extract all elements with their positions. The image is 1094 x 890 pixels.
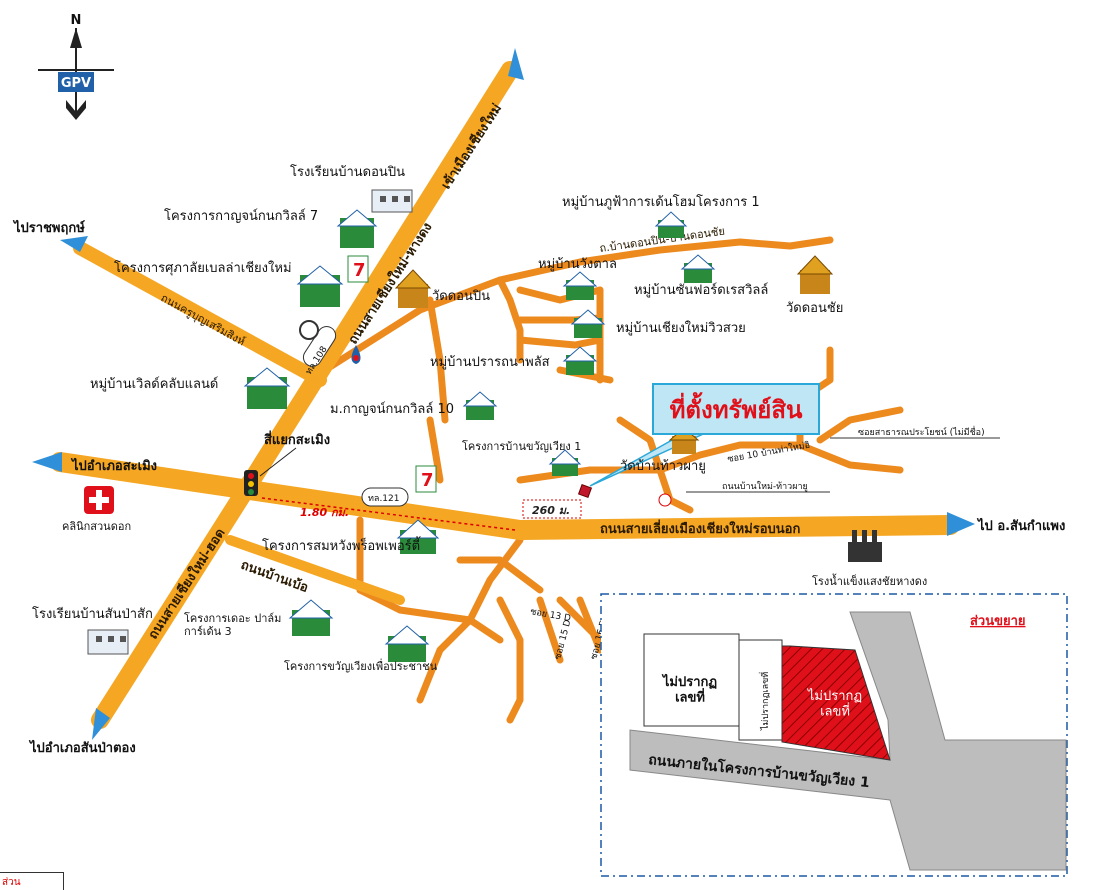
direction-rajapruek: ไปราชพฤกษ์ (12, 219, 85, 236)
house-icon (243, 367, 291, 409)
direction-sankamphaeng: ไป อ.สันกำแพง (976, 517, 1065, 534)
road-label-khruba: ถนนครูบุญเสริมสิงห์ (159, 291, 248, 348)
temple-icon (394, 269, 432, 308)
legend-corner: ส่วน (0, 872, 64, 890)
main-roads (50, 61, 960, 729)
compass-brand: GPV (61, 76, 91, 91)
legend-corner-label: ส่วน (2, 877, 21, 888)
seven-eleven-icon: 7 (347, 255, 369, 283)
label-prarthana: หมู่บ้านปรารถนาพลัส (430, 355, 550, 370)
road-label-ring: ถนนสายเลี่ยงเมืองเชียงใหม่รอบนอก (600, 519, 800, 537)
direction-sanpatong: ไปอำเภอสันป่าตอง (28, 739, 136, 756)
label-wat-thaophayu: วัดบ้านท้าวผายู (620, 459, 706, 474)
inset-plot-subject (781, 645, 891, 761)
property-callout: ที่ตั้งทรัพย์สิน (652, 383, 820, 435)
label-world-club: หมู่บ้านเวิลด์คลับแลนด์ (90, 376, 218, 392)
local-roads (321, 236, 904, 724)
car-brand-icon (299, 320, 319, 340)
compass-icon: N GPV (38, 13, 114, 120)
house-icon (384, 625, 430, 662)
house-icon (680, 254, 716, 283)
house-icon (396, 519, 440, 554)
label-school-donpin: โรงเรียนบ้านดอนปิน (290, 164, 405, 180)
label-samang: สี่แยกสะเมิง (264, 430, 330, 448)
label-wat-donpin: วัดดอนปิน (432, 289, 490, 304)
property-marker-icon (577, 483, 593, 499)
house-icon (562, 271, 598, 300)
svg-text:ซอยสาธารณประโยชน์ (ไม่มีชื่อ): ซอยสาธารณประโยชน์ (ไม่มีชื่อ) (858, 425, 985, 438)
label-the-palm: โครงการเดอะ ปาล์มการ์เด้น 3 (184, 611, 281, 638)
inset-road-shape (629, 611, 1067, 871)
direction-arrows (32, 48, 975, 740)
school-icon (87, 629, 129, 655)
gas-station-icon (351, 345, 361, 364)
label-sompong: โครงการสมหวังพร็อพเพอร์ตี้ (262, 536, 421, 554)
label-sunford: หมู่บ้านซันฟอร์ดเรสวิลล์ (634, 282, 768, 298)
svg-text:ทล.121: ทล.121 (368, 494, 400, 504)
svg-text:7: 7 (421, 470, 434, 491)
inset-plot-left (643, 633, 740, 727)
arrow-northwest-icon (60, 236, 88, 252)
inset-plot-mid-label: ไม่ปรากฏเลขที่ (758, 672, 771, 731)
distance-1: 1.80 กม. (300, 506, 349, 519)
direction-sameng: ไปอำเภอสะเมิง (70, 457, 157, 474)
property-callout-title: ที่ตั้งทรัพย์สิน (669, 395, 803, 424)
label-kwanwiang-1: โครงการบ้านขวัญเวียง 1 (462, 439, 581, 453)
place-icons: 7 7 (84, 189, 882, 662)
arrow-north-icon (508, 48, 524, 80)
distance-line (261, 497, 516, 531)
inset-title: ส่วนขยาย (970, 614, 1026, 629)
label-wat-donchai: วัดดอนชัย (786, 301, 843, 316)
house-icon (570, 309, 606, 338)
distance-2: 260 ม. (532, 504, 570, 517)
temple-icon (796, 255, 834, 294)
label-kanchan-7: โครงการกาญจน์กนกวิลล์ 7 (164, 208, 318, 224)
house-icon (548, 449, 582, 476)
label-wangtan: หมู่บ้านวังตาล (538, 257, 617, 272)
house-icon (336, 209, 378, 248)
inset-plot-left-label: ไม่ปรากฏเลขที่ (661, 673, 718, 706)
label-chiangmai-wiwsuay: หมู่บ้านเชียงใหม่วิวสวย (616, 320, 746, 336)
school-icon (371, 189, 413, 213)
gas-station-icon (658, 493, 672, 507)
soi-public-label: ซอยสาธารณประโยชน์ (ไม่มีชื่อ) (830, 425, 1000, 439)
label-kanchan-10: ม.กาญจน์กนกวิลล์ 10 (330, 401, 454, 417)
highway-121-badge: ทล.121 (361, 487, 409, 507)
house-icon (296, 265, 344, 307)
label-supalai: โครงการศุภาลัยเบลล่าเชียงใหม่ (114, 260, 292, 276)
svg-text:7: 7 (353, 260, 366, 281)
compass-north: N (71, 13, 82, 28)
house-icon (288, 599, 334, 636)
house-icon (562, 346, 598, 375)
house-icon (462, 391, 498, 420)
clinic-icon (84, 486, 114, 514)
inset-plot-mid (738, 639, 783, 741)
arrow-west-icon (32, 452, 62, 472)
distance-2-box (522, 499, 582, 519)
svg-text:ถนนบ้านใหม่-ท้าวผายู: ถนนบ้านใหม่-ท้าวผายู (722, 481, 808, 492)
factory-icon (848, 530, 882, 562)
label-phufa: หมู่บ้านภูฟ้าการเด้นโฮมโครงการ 1 (562, 194, 760, 210)
direction-city: เข้าเมืองเชียงใหม่ (437, 100, 505, 192)
house-icon (654, 211, 688, 238)
label-ice-factory: โรงน้ำแข็งแสงชัยหางดง (812, 573, 927, 588)
seven-eleven-icon: 7 (415, 465, 437, 493)
arrow-south-icon (92, 708, 110, 740)
label-kwanwiang-pracha: โครงการขวัญเวียงเพื่อประชาชน (284, 658, 438, 673)
road-bannai-label: ถนนบ้านใหม่-ท้าวผายู (686, 481, 830, 493)
inset-panel: ส่วนขยาย ไม่ปรากฏเลขที่ ไม่ปรากฏเลขที่ ไ… (600, 593, 1068, 877)
label-school-sanpasak: โรงเรียนบ้านสันป่าสัก (32, 606, 153, 622)
label-clinic: คลินิกสวนดอก (62, 520, 131, 533)
traffic-light-icon (244, 470, 258, 496)
inset-plot-subject-label: ไม่ปรากฏเลขที่ (807, 688, 862, 720)
arrow-east-icon (947, 512, 975, 536)
